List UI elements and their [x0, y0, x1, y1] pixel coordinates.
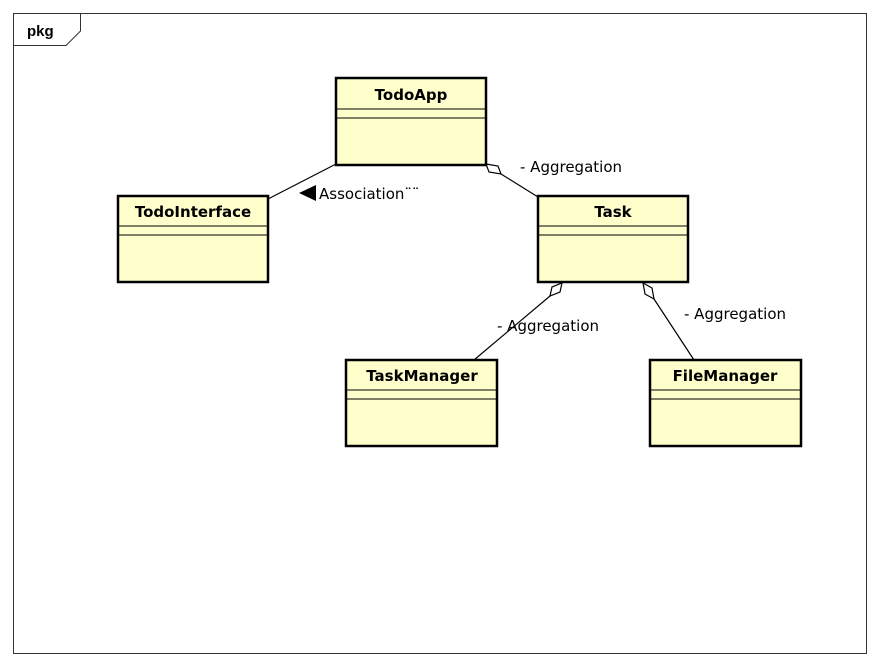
class-todoapp[interactable]: TodoApp	[334, 76, 488, 167]
class-name: Task	[594, 203, 632, 221]
class-name: TodoApp	[375, 86, 448, 104]
aggregation-line-task-filemanager[interactable]	[653, 298, 695, 361]
aggregation-label-todoapp-task: - Aggregation	[520, 158, 622, 176]
aggregation-line-task-taskmanager[interactable]	[473, 295, 551, 361]
association-line-todoapp-todointerface[interactable]	[267, 163, 337, 200]
class-filemanager[interactable]: FileManager	[648, 358, 803, 448]
association-direction-icon	[299, 185, 316, 201]
class-name: TaskManager	[366, 367, 478, 385]
aggregation-label-task-taskmanager: - Aggregation	[497, 317, 599, 335]
association-label: Association¨¨	[319, 185, 419, 203]
class-name: TodoInterface	[135, 203, 251, 221]
class-task[interactable]: Task	[536, 194, 690, 284]
aggregation-label-task-filemanager: - Aggregation	[684, 305, 786, 323]
package-tab	[13, 13, 81, 46]
aggregation-diamond-icon	[642, 281, 655, 301]
aggregation-diamond-icon	[485, 163, 502, 175]
class-taskmanager[interactable]: TaskManager	[344, 358, 499, 448]
class-todointerface[interactable]: TodoInterface	[116, 194, 270, 284]
aggregation-diamond-icon	[549, 282, 563, 297]
class-name: FileManager	[673, 367, 778, 385]
package-label: pkg	[27, 23, 54, 40]
aggregation-line-todoapp-task[interactable]	[500, 173, 539, 198]
